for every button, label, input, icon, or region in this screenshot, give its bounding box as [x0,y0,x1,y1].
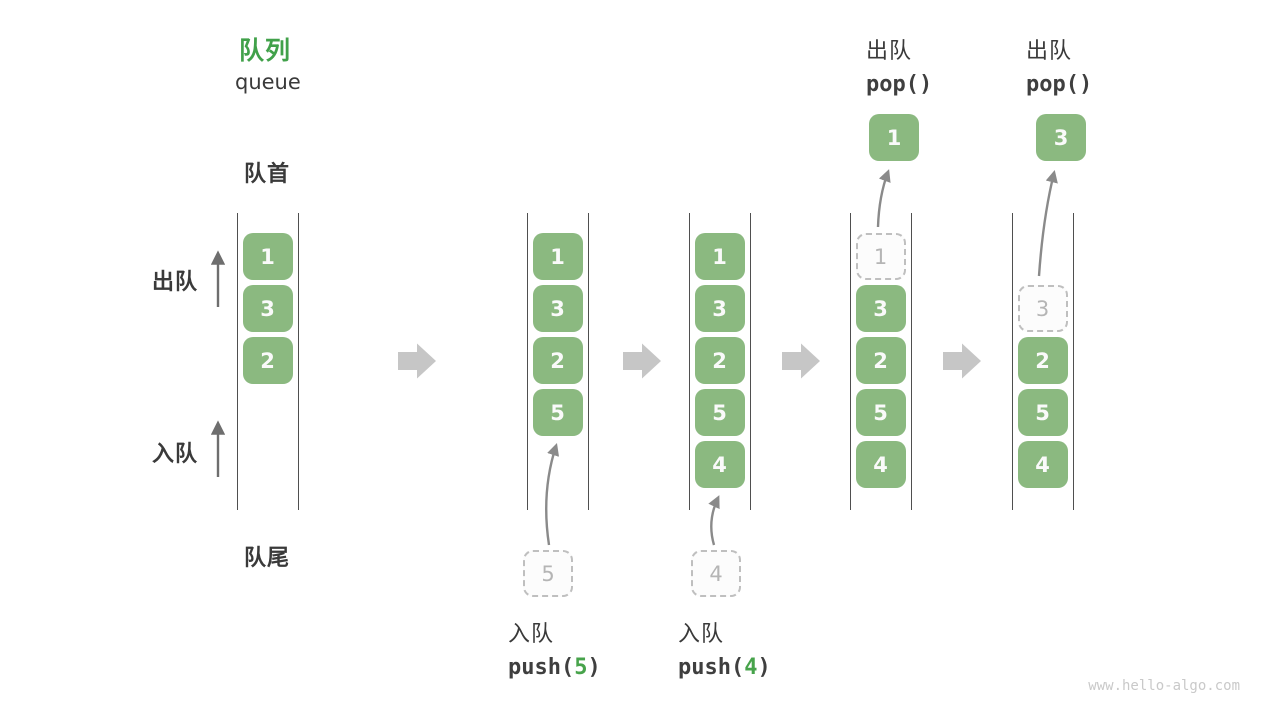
op-push-5-code: push(5) [508,655,601,680]
op-push-4-code: push(4) [678,655,771,680]
queue-element-ghost: 1 [855,233,906,280]
queue-element: 2 [855,337,906,384]
queue-state-1: 1 3 2 [237,213,299,510]
queue-element: 4 [855,441,906,488]
page-title-en: queue [235,70,301,94]
queue-element: 4 [694,441,745,488]
queue-state-3: 1 3 2 5 4 [689,213,751,510]
label-queue-front: 队首 [244,162,291,187]
op-pop-2-code: pop() [1026,72,1093,97]
code-text: ) [587,655,601,680]
code-arg: 5 [574,655,588,680]
queue-element-ghost: 3 [1017,285,1068,332]
op-push-5: 入队 push(5) [508,616,601,680]
queue-element: 1 [532,233,583,280]
code-text: push( [508,655,575,680]
op-pop-1-code: pop() [866,72,933,97]
op-pop-2-label: 出队 [1026,39,1073,64]
queue-element: 3 [242,285,293,332]
queue-element: 1 [694,233,745,280]
staged-element: 4 [691,550,741,597]
page-title-cn: 队列 [239,36,292,65]
queue-element: 5 [855,389,906,436]
queue-state-4: 1 3 2 5 4 [850,213,912,510]
staged-element: 5 [523,550,573,597]
queue-element: 3 [855,285,906,332]
watermark: www.hello-algo.com [1088,678,1240,694]
queue-element: 3 [694,285,745,332]
popped-element: 3 [1036,114,1086,161]
queue-element: 3 [532,285,583,332]
op-pop-1-label: 出队 [866,39,913,64]
queue-element: 5 [532,389,583,436]
label-enqueue-direction: 入队 [152,442,199,467]
op-pop-1: 出队 pop() [866,33,932,97]
queue-element: 2 [532,337,583,384]
queue-element: 2 [1017,337,1068,384]
code-text: ) [757,655,771,680]
popped-element: 1 [869,114,919,161]
queue-element: 1 [242,233,293,280]
queue-element: 2 [694,337,745,384]
op-push-4-label: 入队 [678,622,725,647]
label-queue-rear: 队尾 [244,546,291,571]
label-dequeue-direction: 出队 [152,270,199,295]
queue-element: 5 [694,389,745,436]
queue-state-2: 1 3 2 5 [527,213,589,510]
queue-state-5: 3 2 5 4 [1012,213,1074,510]
op-push-5-label: 入队 [508,622,555,647]
op-push-4: 入队 push(4) [678,616,771,680]
queue-element: 2 [242,337,293,384]
op-pop-2: 出队 pop() [1026,33,1092,97]
code-arg: 4 [744,655,758,680]
queue-element: 4 [1017,441,1068,488]
code-text: push( [678,655,745,680]
queue-element: 5 [1017,389,1068,436]
